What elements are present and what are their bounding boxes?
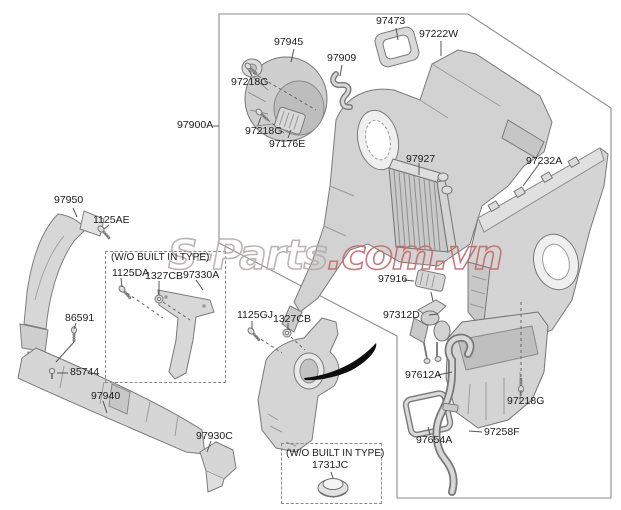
part-label-85744: 85744 (70, 366, 100, 378)
part-label-97900a: 97900A (177, 119, 214, 131)
option-box-1 (105, 251, 226, 383)
swoosh-arrow (304, 343, 377, 381)
part-label-97654a: 97654A (416, 434, 453, 446)
nut-1327cb-2 (282, 328, 292, 338)
screw-97218g-3 (518, 378, 524, 393)
bolt-1125da (118, 285, 132, 300)
part-drawing-97612A (445, 311, 549, 429)
part-drawing-97176E (274, 106, 306, 135)
part-label-97312d: 97312D (383, 309, 420, 321)
boundary-box (218, 13, 612, 499)
part-label-97930c: 97930C (196, 430, 233, 442)
part-drawing-97930C (199, 441, 237, 493)
bolt-1125ae (97, 225, 111, 240)
part-label-97258f: 97258F (484, 426, 520, 438)
note-wo-built-in-1: (W/O BUILT IN TYPE) (111, 252, 210, 263)
assembly-dashed-lines (126, 72, 522, 378)
part-label-97945: 97945 (274, 36, 304, 48)
part-label-97218g-1: 97218G (231, 76, 269, 88)
part-label-97927: 97927 (406, 153, 436, 165)
part-drawing-97916 (414, 269, 446, 292)
part-label-97176e: 97176E (269, 138, 306, 150)
part-label-97950: 97950 (54, 194, 84, 206)
part-drawing-lower-case (257, 317, 340, 453)
part-label-1731jc: 1731JC (312, 459, 349, 471)
part-label-1125ae: 1125AE (93, 214, 130, 226)
part-drawing-97473 (374, 26, 420, 68)
part-label-97218g-3: 97218G (507, 395, 545, 407)
part-label-1327cb-2: 1327CB (273, 313, 311, 325)
note-wo-built-in-2: (W/O BUILT IN TYPE) (286, 448, 385, 459)
screw-86591 (71, 326, 77, 342)
part-label-97330a: 97330A (183, 269, 220, 281)
part-drawing-97232A (467, 147, 609, 343)
part-drawing-97927 (388, 158, 457, 253)
part-drawing-97330A (157, 289, 215, 380)
part-label-97222w: 97222W (419, 28, 459, 40)
bolt-1125gj (247, 327, 261, 342)
part-label-1125gj: 1125GJ (237, 309, 273, 321)
part-label-97218g-2: 97218G (245, 125, 283, 137)
part-drawing-97909 (330, 71, 353, 111)
screw-97218g-2 (255, 108, 269, 121)
part-drawing-97258F (432, 333, 475, 496)
part-label-97916: 97916 (378, 273, 408, 285)
part-label-97473: 97473 (376, 15, 406, 27)
part-label-97232a: 97232A (526, 155, 563, 167)
option-box-2 (281, 443, 382, 504)
clip-85744 (48, 367, 56, 379)
part-label-86591: 86591 (65, 312, 95, 324)
part-label-1327cb-1: 1327CB (145, 270, 183, 282)
part-label-97909: 97909 (327, 52, 357, 64)
leader-lines (55, 27, 540, 479)
part-label-1125da: 1125DA (112, 267, 150, 279)
part-drawing-1731JC-grommet (317, 478, 349, 498)
part-label-97940: 97940 (91, 390, 121, 402)
part-label-97612a: 97612A (405, 369, 442, 381)
part-drawing-97950 (19, 210, 105, 370)
screw-97218g-1 (244, 62, 258, 75)
part-drawing-97312D (409, 299, 451, 364)
